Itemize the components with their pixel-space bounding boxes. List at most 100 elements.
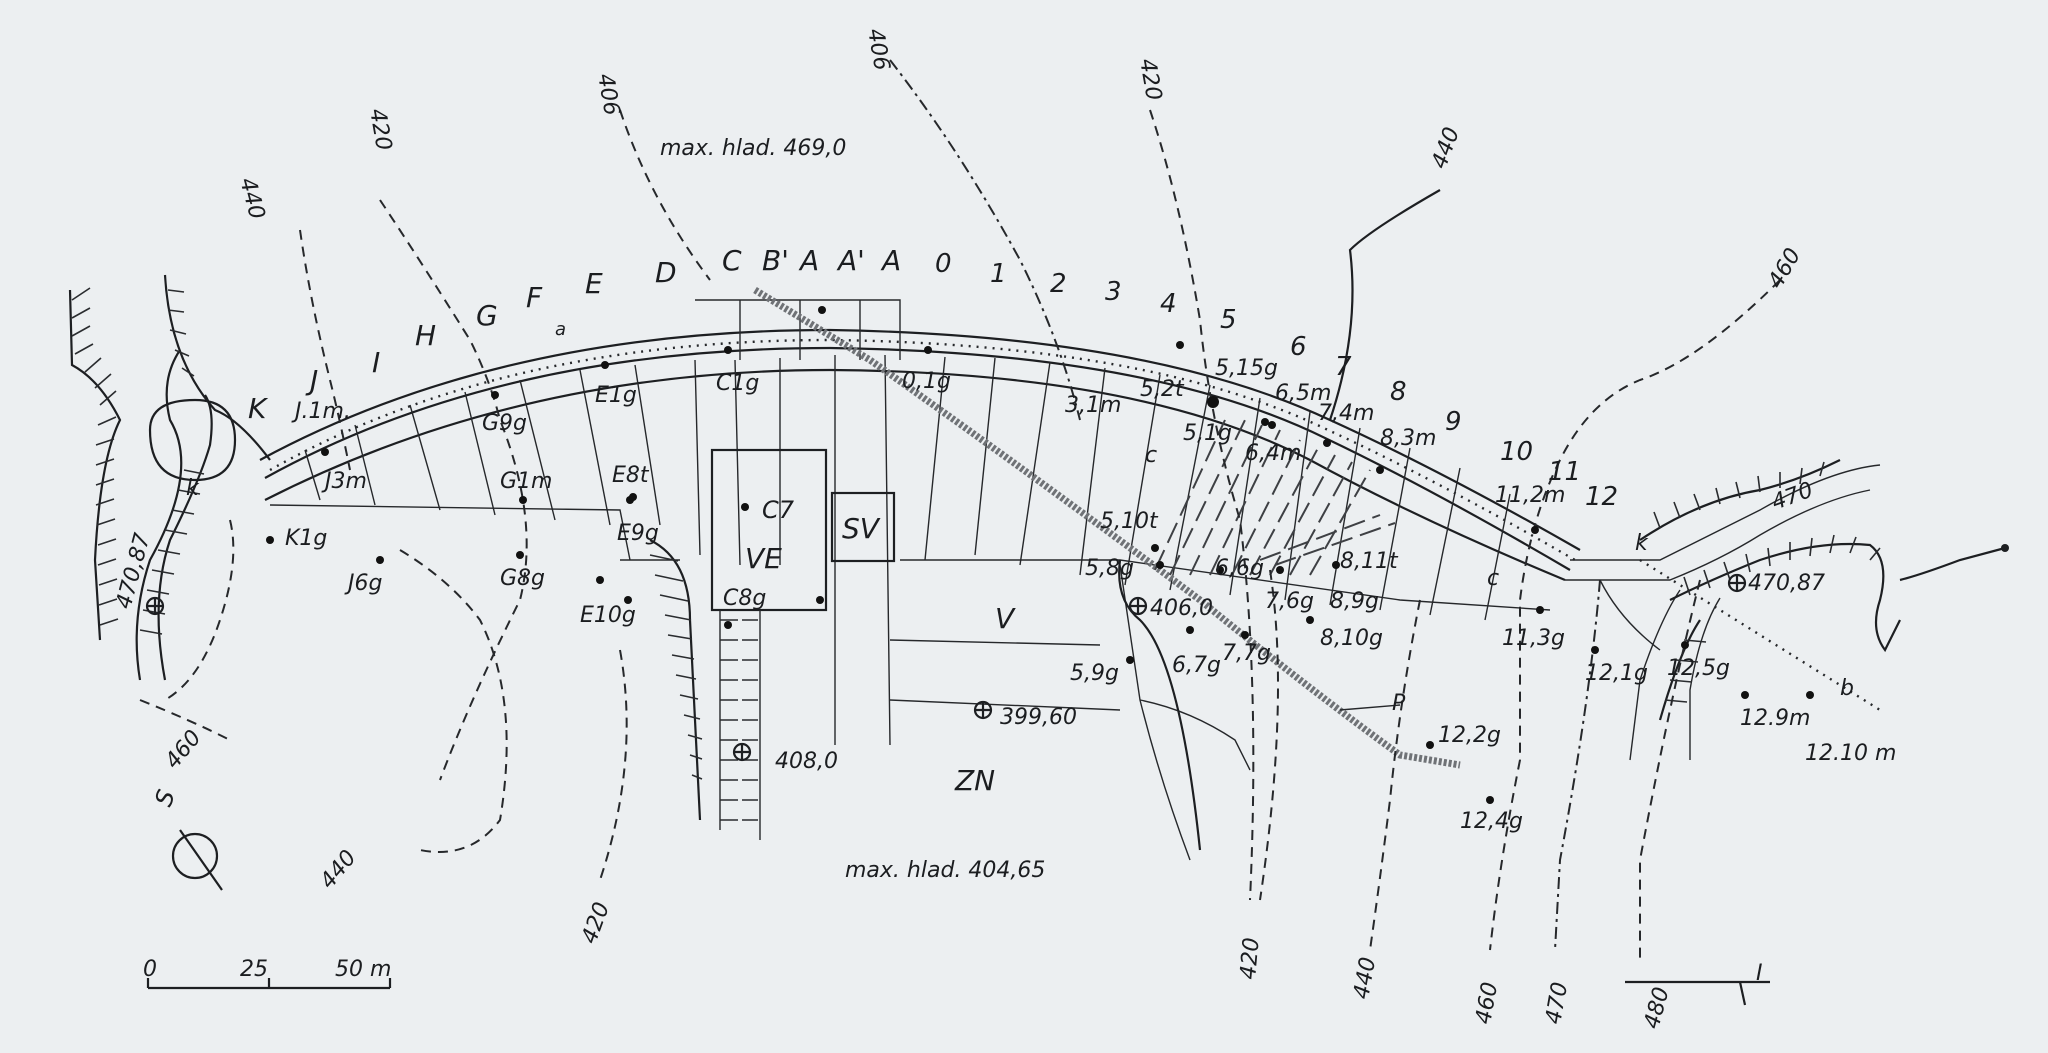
benchmark-icon xyxy=(145,596,165,616)
borehole-label: 5,10t xyxy=(1100,509,1159,534)
borehole-label: 12,1g xyxy=(1585,661,1648,686)
section-mark xyxy=(1625,980,1770,1006)
block-label: J xyxy=(305,364,318,397)
borehole-label: 5,8g xyxy=(1085,556,1134,581)
borehole-label: 5,15g xyxy=(1215,356,1278,381)
structure-labels: VE SV V ZN C7 xyxy=(745,496,1016,797)
block-label: A xyxy=(798,244,819,277)
scale-label: 50 m xyxy=(335,957,391,982)
borehole-labels: J.1m. J3m K1g J6g G9g G1m G8g E1g E8t E9… xyxy=(285,356,1896,834)
zn-label: ZN xyxy=(954,764,995,797)
marker-label: c xyxy=(1145,443,1157,468)
contour-label: 406 xyxy=(862,27,894,73)
block-label: G xyxy=(476,299,498,332)
block-label: 7 xyxy=(1335,352,1352,382)
block-letter-labels: K J I H G F E D C B' A A' A xyxy=(248,244,901,425)
block-label: I xyxy=(372,346,380,379)
contour-label: 420 xyxy=(364,107,396,153)
borehole-label: 12,4g xyxy=(1460,809,1523,834)
water-level-labels: max. hlad. 469,0 max. hlad. 404,65 xyxy=(660,136,1045,883)
elevation-label: 399,60 xyxy=(1000,705,1077,730)
block-label: F xyxy=(526,281,543,314)
borehole-label: 5,2t xyxy=(1140,377,1185,402)
contour-label: 420 xyxy=(1236,937,1265,981)
borehole-label: C8g xyxy=(723,586,766,611)
borehole-label: E9g xyxy=(617,521,659,546)
elevation-labels: 470,87 470,87 408,0 406,0 399,60 xyxy=(112,531,1825,774)
borehole-label: E8t xyxy=(612,463,650,488)
crack-zone xyxy=(1154,419,1396,576)
contour-label: 440 xyxy=(315,846,361,894)
block-label: 6 xyxy=(1290,332,1307,362)
borehole-points xyxy=(266,306,1814,804)
contour-label: 406 xyxy=(592,72,624,118)
block-number-labels: 0 1 2 3 4 5 6 7 8 9 10 11 12 xyxy=(935,249,1618,512)
scale-labels: 0 25 50 m xyxy=(143,957,391,982)
marker-labels: a b c c k k P I S xyxy=(149,319,1854,986)
benchmark-icon xyxy=(1727,573,1747,593)
benchmark-icon xyxy=(1128,596,1148,616)
marker-label: c xyxy=(1487,566,1499,591)
borehole-label: C1g xyxy=(716,371,759,396)
contour-label: 480 xyxy=(1640,985,1675,1032)
lower-water-level: max. hlad. 404,65 xyxy=(845,858,1045,883)
borehole-label: E1g xyxy=(595,383,637,408)
block-label: 10 xyxy=(1500,437,1533,467)
block-label: 9 xyxy=(1445,407,1462,437)
fault-zone xyxy=(753,287,1461,769)
borehole-label: 6,5m xyxy=(1275,381,1331,406)
marker-label: k xyxy=(1635,531,1649,556)
block-joints xyxy=(269,299,1551,861)
scale-label: 0 xyxy=(143,957,157,982)
v-label: V xyxy=(995,602,1016,635)
borehole-label: J6g xyxy=(344,571,382,596)
block-label: A' xyxy=(836,244,865,277)
benchmark-icon xyxy=(973,700,993,720)
borehole-label: 3,1m xyxy=(1065,393,1121,418)
borehole-label: 8,11t xyxy=(1340,549,1399,574)
borehole-label: G1m xyxy=(500,469,552,494)
block-label: K xyxy=(248,392,269,425)
block-label: 5 xyxy=(1220,305,1237,335)
borehole-label: 12,2g xyxy=(1438,723,1501,748)
block-label: C xyxy=(722,244,742,277)
borehole-label: 6,6g xyxy=(1215,556,1264,581)
block-label: H xyxy=(415,319,436,352)
structures xyxy=(649,448,1202,851)
upper-water-level: max. hlad. 469,0 xyxy=(660,136,846,161)
block-label: 8 xyxy=(1390,377,1407,407)
block-label: D xyxy=(655,256,677,289)
block-label: 2 xyxy=(1050,269,1067,299)
marker-label: k xyxy=(186,476,200,501)
borehole-label: G8g xyxy=(500,566,545,591)
borehole-label: E10g xyxy=(580,603,636,628)
borehole-label: 5,9g xyxy=(1070,661,1119,686)
borehole-label: 7,7g xyxy=(1222,641,1271,666)
contour-label: 440 xyxy=(1349,955,1381,1001)
borehole-label: 7,6g xyxy=(1265,589,1314,614)
scale-label: 25 xyxy=(240,957,268,982)
north-label: S xyxy=(149,786,181,810)
borehole-label: 6,7g xyxy=(1172,653,1221,678)
benchmark-icon xyxy=(732,742,752,762)
borehole-label: K1g xyxy=(285,526,327,551)
block-label: B' xyxy=(762,244,789,277)
borehole-label: 12.10 m xyxy=(1805,741,1896,766)
borehole-label: 12.9m xyxy=(1740,706,1810,731)
block-label: 4 xyxy=(1160,289,1177,319)
borehole-label: 8,10g xyxy=(1320,626,1383,651)
elevation-label: 470,87 xyxy=(1748,571,1825,596)
contour-label: 420 xyxy=(577,899,615,947)
borehole-label: 0,1g xyxy=(902,369,951,394)
contour-label: 460 xyxy=(1471,980,1503,1026)
elevation-label: 406,0 xyxy=(1150,596,1213,621)
block-label: 1 xyxy=(990,259,1007,289)
borehole-label: J3m xyxy=(321,469,367,494)
contour-label: 440 xyxy=(234,175,269,222)
marker-label: a xyxy=(555,319,566,340)
borehole-label: 12,5g xyxy=(1667,656,1730,681)
block-label: 11 xyxy=(1548,457,1581,487)
marker-label: I xyxy=(1756,961,1763,986)
block-label: 0 xyxy=(935,249,952,279)
block-label: E xyxy=(585,267,603,300)
